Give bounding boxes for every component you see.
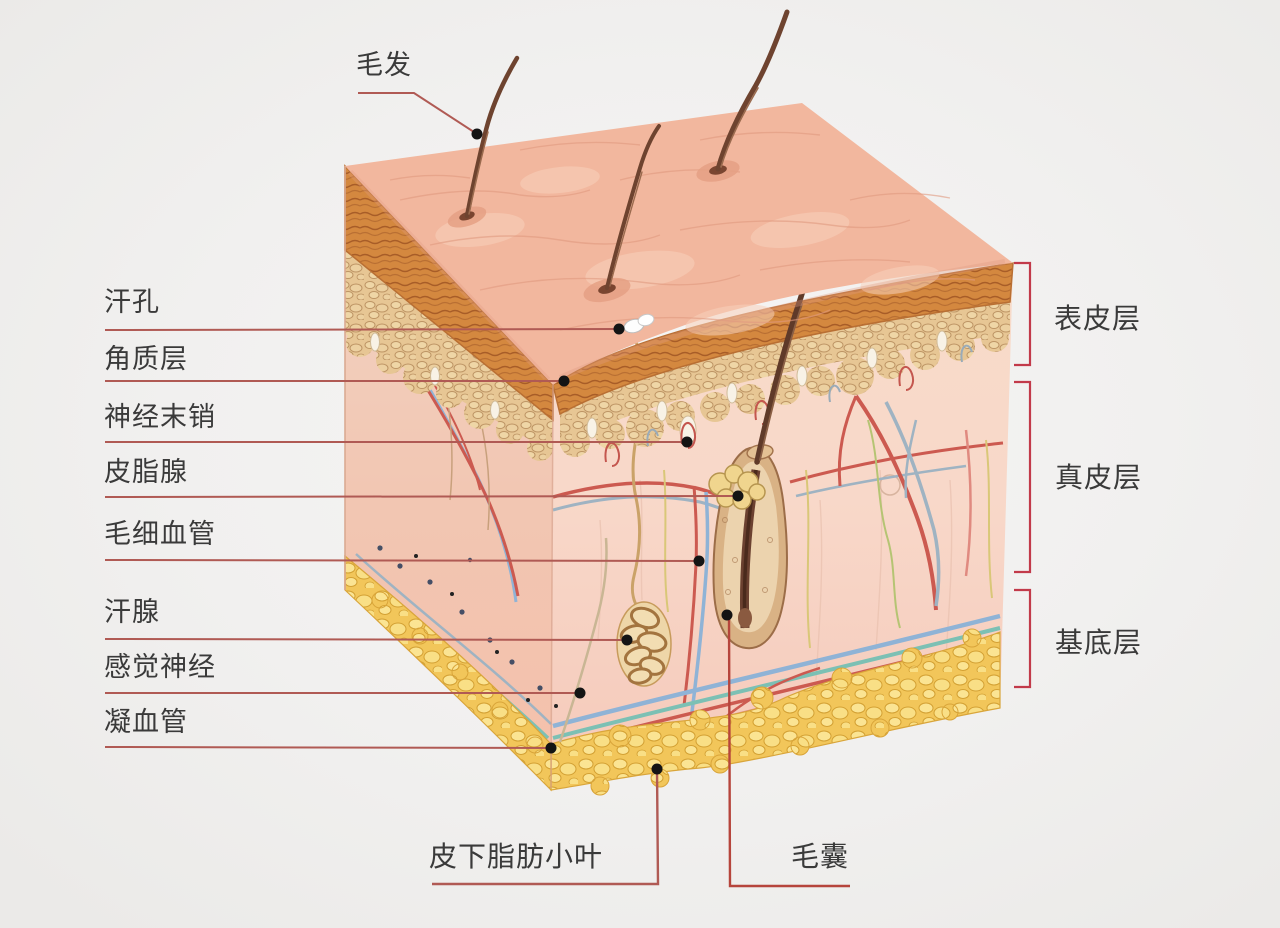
subcutaneous-fat [550,628,1001,796]
label-capillaries: 毛细血管 [104,519,216,549]
leader-lines [104,92,850,888]
label-epidermis-layer: 表皮层 [1054,303,1142,334]
bracket-epidermis-layer [1014,261,1032,367]
dermal-papillae [586,330,948,445]
label-nerve-endings: 神经末销 [104,402,216,432]
leader-hair-follicle [727,615,850,888]
label-stratum-corneum: 角质层 [104,344,188,374]
dermis-vessels [663,394,993,713]
leader-hair [358,92,478,135]
hair-strand-3 [605,124,661,290]
label-hair: 毛发 [356,50,412,80]
epidermis-left [344,164,554,461]
label-sensory-nerve: 感觉神经 [104,652,216,682]
layer-brackets [1014,261,1032,689]
leader-sweat-pore [104,328,620,331]
label-fat-lobule: 皮下脂肪小叶 [429,841,604,872]
sweat-gland [616,601,672,687]
hair-bulb [738,608,752,628]
label-dermis-layer: 真皮层 [1055,462,1143,493]
front-left-face [344,164,608,792]
label-basal-layer: 基底层 [1055,627,1143,658]
leader-fat-lobule [432,768,660,886]
hair-strand-2 [715,9,790,172]
label-sweat-gland: 汗腺 [104,597,160,627]
hair-follicle [708,147,852,650]
label-sweat-pore: 汗孔 [104,287,160,317]
sweat-droplet [623,313,655,334]
label-sebaceous-gland: 皮脂腺 [104,457,188,487]
leader-sebaceous-gland [104,495,739,498]
surface-cracks [389,131,976,331]
front-right-face [550,147,1014,796]
leader-capillaries [104,559,700,562]
marker-dots [471,128,744,775]
bracket-dermis-layer [1014,380,1032,574]
top-face [345,9,1013,385]
hair-strand-1 [464,55,520,219]
leader-sweat-gland [104,638,628,641]
front-corner-edge [550,384,554,789]
leader-blood-vessel [104,746,552,749]
label-hair-follicle: 毛囊 [791,841,850,872]
epidermis-right [552,262,1014,467]
dermis-texture [597,469,953,681]
bracket-basal-layer [1014,588,1032,689]
sebaceous-gland [708,464,766,510]
dermis-vesicle [879,474,901,496]
label-blood-vessel: 凝血管 [104,707,188,737]
